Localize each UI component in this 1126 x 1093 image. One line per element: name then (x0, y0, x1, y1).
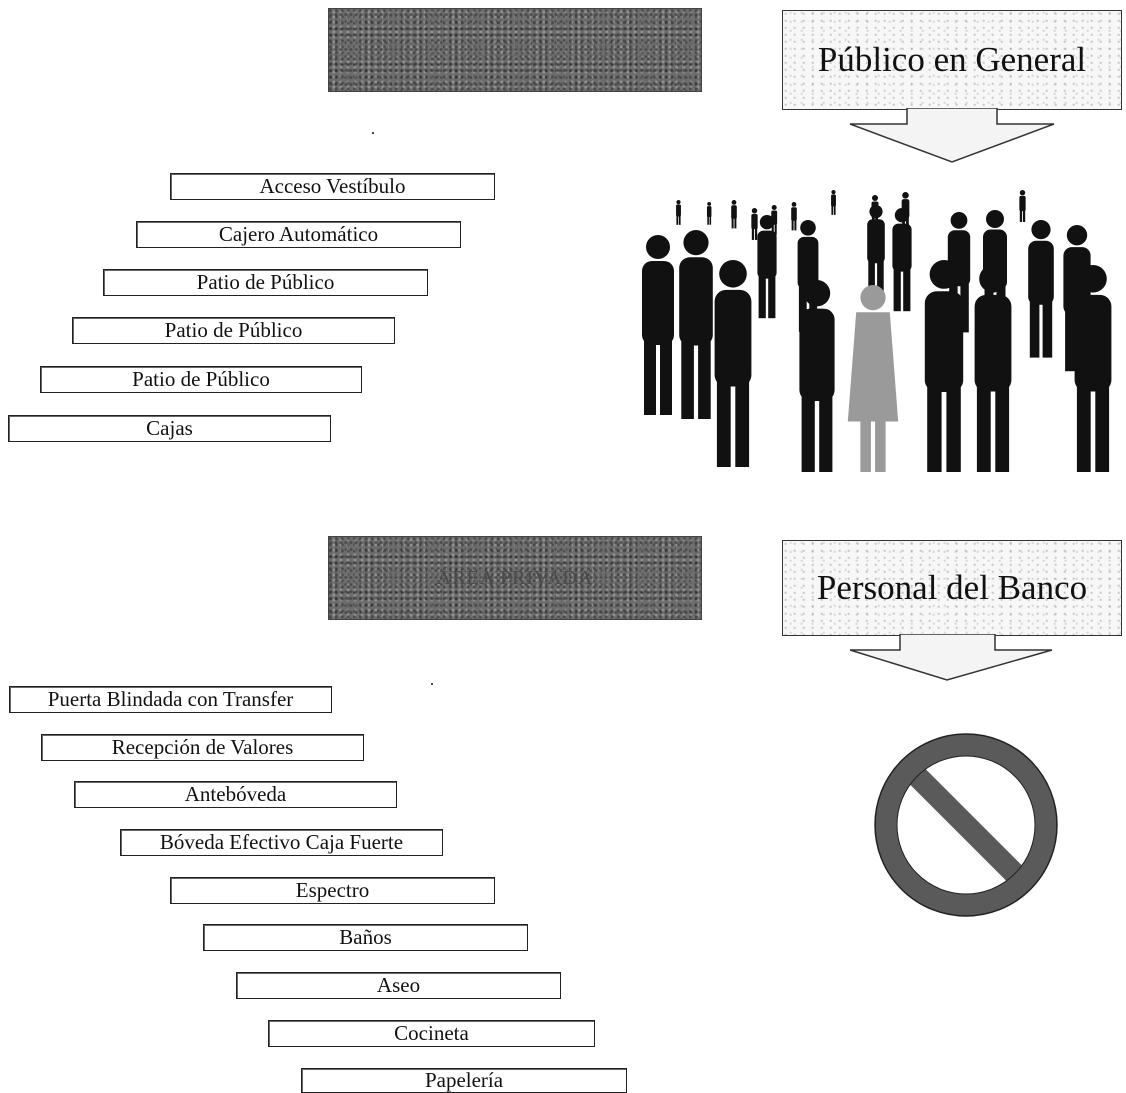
step-label: Patio de Público (132, 367, 270, 391)
public-area-header (328, 8, 702, 92)
step-label: Recepción de Valores (111, 735, 294, 759)
step-label: Cocineta (394, 1021, 469, 1045)
step-patio-publico-2: Patio de Público (72, 317, 395, 344)
step-label: Cajas (146, 416, 193, 440)
step-cajero-automatico: Cajero Automático (136, 221, 461, 248)
step-banos: Baños (203, 924, 528, 951)
private-callout: Personal del Banco (782, 540, 1122, 690)
step-papeleria: Papelería (301, 1068, 627, 1093)
stray-dot (372, 132, 374, 134)
step-label: Aseo (376, 973, 421, 997)
stray-dot (431, 683, 433, 685)
step-label: Patio de Público (164, 318, 303, 342)
down-arrow-icon (849, 108, 1055, 163)
private-area-header-label: ÁREA PRIVADA (436, 566, 594, 589)
step-aseo: Aseo (236, 972, 561, 999)
step-label: Patio de Público (196, 270, 335, 294)
private-area-header: ÁREA PRIVADA (328, 536, 702, 620)
step-label: Antebóveda (184, 782, 287, 806)
step-label: Acceso Vestíbulo (259, 174, 406, 198)
step-label: Baños (339, 925, 392, 949)
step-label: Espectro (295, 878, 370, 902)
step-acceso-vestibulo: Acceso Vestíbulo (170, 173, 495, 200)
step-label: Cajero Automático (218, 222, 379, 246)
step-cocineta: Cocineta (268, 1020, 595, 1047)
step-label: Puerta Blindada con Transfer (47, 687, 294, 711)
step-anteboveda: Antebóveda (74, 781, 397, 808)
private-callout-label: Personal del Banco (816, 568, 1088, 607)
step-label: Papelería (424, 1068, 504, 1092)
step-boveda-efectivo: Bóveda Efectivo Caja Fuerte (120, 829, 443, 856)
step-patio-publico-3: Patio de Público (40, 366, 362, 393)
public-callout-label: Público en General (817, 40, 1087, 79)
down-arrow-icon (849, 634, 1053, 681)
crowd-silhouette-icon (642, 190, 1112, 472)
no-entry-icon (874, 733, 1058, 917)
public-callout: Público en General (782, 10, 1122, 163)
step-espectro: Espectro (170, 877, 495, 904)
step-recepcion-valores: Recepción de Valores (41, 734, 364, 761)
step-patio-publico-1: Patio de Público (103, 269, 428, 296)
step-cajas: Cajas (8, 415, 331, 442)
step-puerta-blindada: Puerta Blindada con Transfer (9, 686, 332, 713)
step-label: Bóveda Efectivo Caja Fuerte (159, 830, 404, 854)
